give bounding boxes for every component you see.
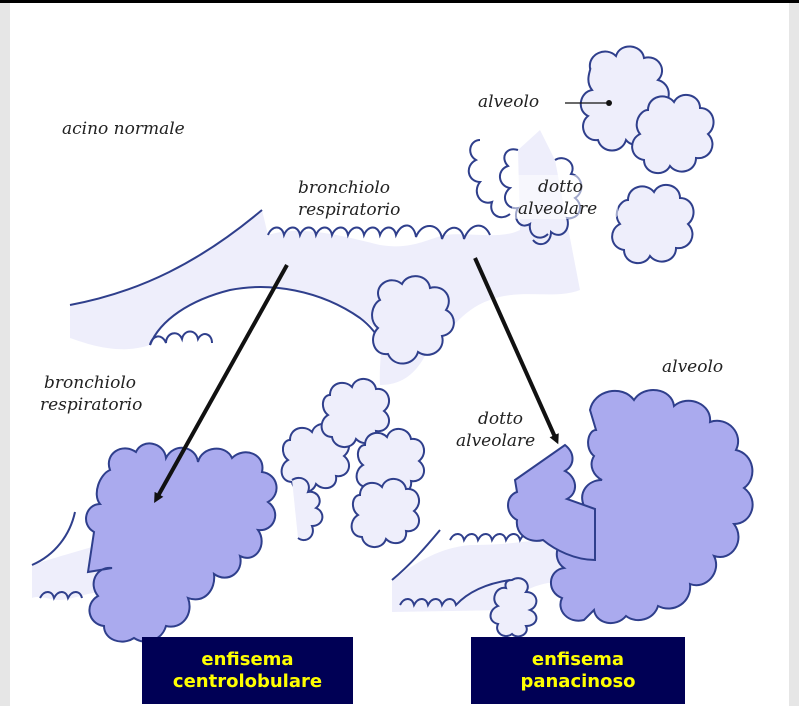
label-acino-normale: acino normale xyxy=(62,119,185,139)
panacinar-box-line1: enfisema xyxy=(532,649,624,671)
centrolobular-box-line2: centrolobulare xyxy=(173,671,322,693)
panacinar-box-line2: panacinoso xyxy=(520,671,635,693)
label-bronchiolo-left-line1: bronchiolo xyxy=(44,373,136,393)
centrilobular-normal-sacs-4 xyxy=(352,479,419,547)
label-bronchiolo-top-line1: bronchiolo xyxy=(298,178,390,198)
centrilobular-acinus xyxy=(32,379,424,642)
label-dotto-top-line2: alveolare xyxy=(518,199,597,219)
label-dotto-bottom-line1: dotto xyxy=(478,409,523,429)
normal-alveolar-wall-lower xyxy=(150,332,212,346)
centrolobular-emphysema-box: enfisema centrolobulare xyxy=(142,637,353,704)
normal-lower-lobule xyxy=(372,276,454,363)
label-dotto-top-line1: dotto xyxy=(538,177,583,197)
alveolo-pointer-dot xyxy=(606,100,612,106)
normal-alveolar-duct-left-wall xyxy=(469,140,510,217)
normal-alveolar-sac-lower xyxy=(612,185,693,263)
label-dotto-bottom-line2: alveolare xyxy=(456,431,535,451)
panacinar-emphysema-box: enfisema panacinoso xyxy=(471,637,685,704)
panacinar-acinus xyxy=(392,390,753,636)
label-bronchiolo-left-line2: respiratorio xyxy=(40,395,142,415)
centrilobular-normal-duct xyxy=(292,478,322,540)
label-bronchiolo-top-line2: respiratorio xyxy=(298,200,400,220)
centrolobular-box-line1: enfisema xyxy=(201,649,293,671)
label-alveolo-top: alveolo xyxy=(478,92,539,112)
centrilobular-emphysema-space xyxy=(86,443,277,641)
label-alveolo-bottom: alveolo xyxy=(662,357,723,377)
